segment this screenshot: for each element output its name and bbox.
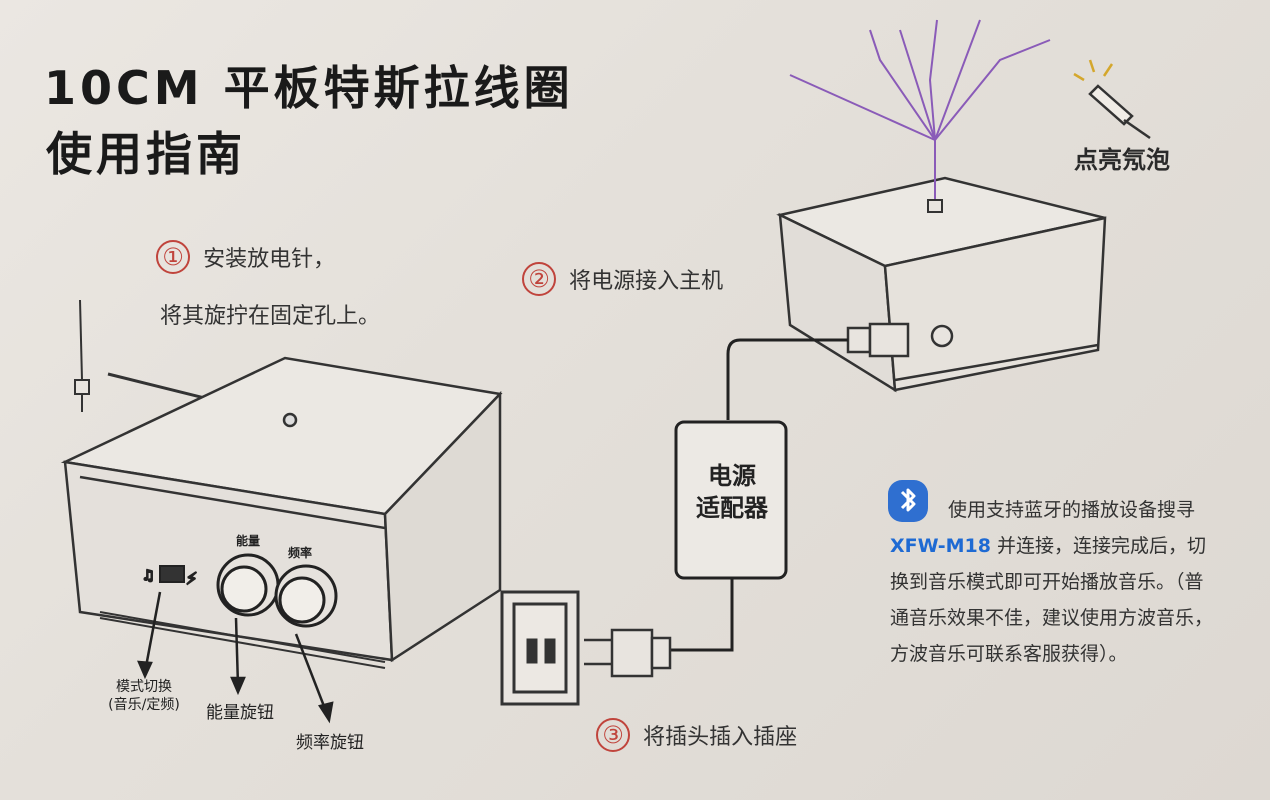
needle-base-icon — [927, 199, 943, 213]
step-1: ① 安装放电针， — [156, 240, 335, 274]
step-1-line2: 将其旋拧在固定孔上。 — [160, 304, 381, 329]
bluetooth-instructions: 使用支持蓝牙的播放设备搜寻 XFW-M18 并连接，连接完成后，切换到音乐模式即… — [890, 492, 1220, 672]
title-line-2: 使用指南 — [46, 127, 246, 181]
dc-plug-icon — [846, 322, 954, 358]
adapter-label-line1: 电源 — [708, 462, 756, 490]
svg-text:⚡: ⚡ — [186, 569, 197, 588]
bt-text-after: 并连接，连接完成后，切换到音乐模式即可开始播放音乐。（普通音乐效果不佳，建议使用… — [890, 535, 1214, 665]
step-2-text: 将电源接入主机 — [569, 269, 724, 294]
wall-socket-icon — [500, 590, 580, 706]
step-2-number: ② — [522, 262, 556, 296]
frequency-knob-icon — [274, 564, 338, 628]
step-3-text: 将插头插入插座 — [643, 725, 798, 750]
mode-switch-icon: ♫ ⚡ — [141, 565, 198, 589]
step-1-line1: 安装放电针， — [203, 247, 336, 272]
knob1-top-label: 能量 — [236, 534, 261, 548]
bluetooth-icon — [888, 480, 928, 522]
svg-text:♫: ♫ — [142, 568, 155, 584]
bt-text-before: 使用支持蓝牙的播放设备搜寻 — [948, 499, 1196, 521]
neon-label: 点亮氖泡 — [1074, 146, 1170, 174]
energy-knob-icon — [216, 553, 280, 617]
bt-device-name: XFW-M18 — [890, 535, 991, 557]
adapter-label: 电源 适配器 — [676, 460, 788, 524]
mode-switch-label: 模式切换 (音乐/定频) — [96, 678, 192, 714]
frequency-knob-label: 频率旋钮 — [296, 733, 364, 753]
mode-switch-text: 模式切换 — [116, 679, 172, 695]
step-3-number: ③ — [596, 718, 630, 752]
energy-knob-label: 能量旋钮 — [206, 703, 274, 723]
step-2: ② 将电源接入主机 — [522, 262, 723, 296]
step-3: ③ 将插头插入插座 — [596, 718, 797, 752]
neon-bulb-icon — [1073, 59, 1151, 140]
mode-switch-sub: (音乐/定频) — [108, 697, 180, 713]
wall-plug-icon — [584, 628, 672, 678]
adapter-label-line2: 适配器 — [696, 494, 768, 522]
step-1-number: ① — [156, 240, 190, 274]
discharge-needle-icon — [74, 299, 90, 412]
spark-icon — [789, 19, 1051, 205]
knob2-top-label: 频率 — [288, 546, 313, 560]
title-line-1: 10CM 平板特斯拉线圈 — [44, 61, 574, 115]
